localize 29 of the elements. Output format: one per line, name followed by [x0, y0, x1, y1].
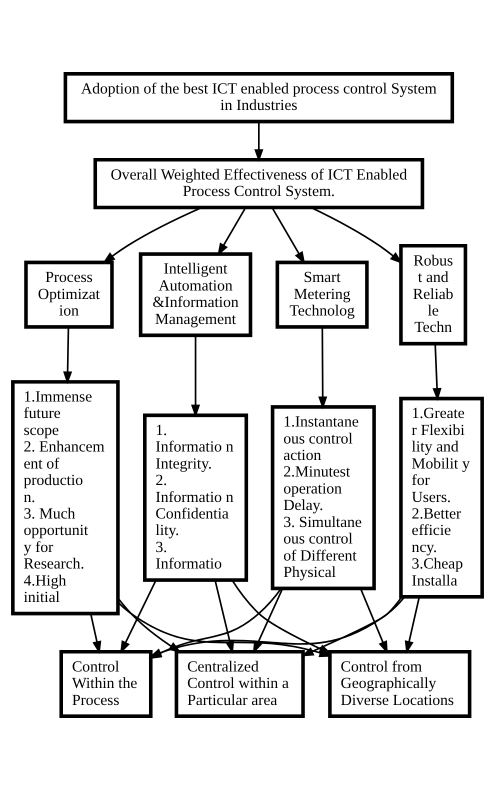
arrow	[102, 206, 202, 264]
arrow	[318, 326, 328, 409]
arrow	[90, 613, 102, 654]
node-box: 1.Immense future scope 2. Enhancem ent of productio n. 3. Much opportunit y for Research. 4.High initial	[11, 380, 120, 615]
node-box: 1. Informatio n Integrity. 2. Informatio n Confidentia lity. 3. Informatio	[143, 413, 248, 582]
arrow	[191, 335, 200, 418]
node-box: Adoption of the best ICT enabled process control System in Industries	[64, 71, 454, 123]
arrow	[310, 206, 403, 264]
arrow	[252, 588, 284, 654]
arrow	[232, 580, 332, 654]
node-box: Intelligent Automation &Information Management	[138, 252, 252, 337]
arrow	[254, 121, 264, 162]
arrow	[217, 206, 246, 256]
arrow	[432, 343, 442, 400]
arrow	[404, 596, 420, 654]
node-box: Control from Geographically Diverse Locations	[328, 649, 472, 718]
node-box: 1.Greate r Flexibi lity and Mobilit y for Users. 2.Better efficie ncy. 3.Cheap Installa	[399, 396, 484, 598]
node-box: Process Optimizat ion	[24, 260, 114, 328]
arrow	[214, 580, 234, 654]
node-box: Control Within the Process	[59, 649, 153, 718]
node-box: Centralized Control within a Particular area	[174, 649, 305, 718]
node-box: Robus t and Reliab le Techn	[399, 243, 468, 345]
node-box: 1.Instantane ous control action 2.Minutest operation Delay. 3. Simultane ous control of Different Physical	[270, 404, 376, 590]
arrow	[360, 588, 388, 654]
arrow	[63, 326, 72, 384]
arrow	[272, 206, 306, 264]
node-box: Overall Weighted Effectiveness of ICT Enabled Process Control System.	[93, 157, 424, 209]
node-box: Smart Metering Technolog	[276, 260, 369, 328]
arrow	[120, 580, 156, 654]
